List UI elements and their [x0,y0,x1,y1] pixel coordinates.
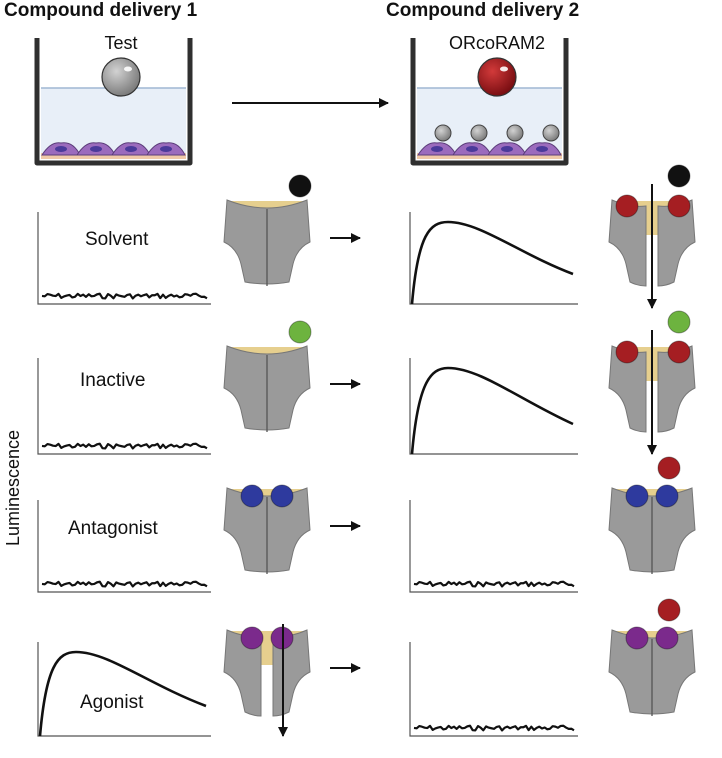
blue-ligand-bound [240,484,264,508]
cell-nucleus [501,146,513,152]
response-peak-trace [38,650,207,737]
orcoram2-bound [667,340,691,364]
blue-ligand-bound [655,484,679,508]
baseline-trace [413,724,575,732]
cell-nucleus [125,146,137,152]
purple-ligand-bound [655,626,679,650]
delivery1-heading: Compound delivery 1 [4,0,198,21]
trace-delivery2-solvent [409,212,578,305]
response-peak-trace [410,366,574,455]
trace-delivery2-inactive [409,358,578,455]
black-ligand [667,164,691,188]
trace-axes [37,642,211,737]
trace-delivery2-agonist [409,642,578,737]
test-compound-particle [542,124,560,142]
trace-axes [409,358,578,455]
well-floor [41,153,186,159]
trace-delivery1-agonist [37,642,211,737]
receptor-delivery1-agonist [223,624,311,737]
ball-highlight [124,66,132,72]
trace-delivery1-solvent [37,212,211,305]
black-ligand [288,174,312,198]
cell-nucleus [55,146,67,152]
row-label-inactive: Inactive [80,370,146,391]
well-wall [410,38,569,166]
trace-delivery1-inactive [37,358,211,455]
row-label-solvent: Solvent [85,229,149,250]
cell-nucleus [90,146,102,152]
trace-axes [409,642,578,737]
orcoram2-unbound [657,456,681,480]
receptor-delivery1-antagonist [223,484,311,574]
orcoram2-unbound [657,598,681,622]
orcoram2-bound [615,194,639,218]
well-floor [417,153,562,159]
blue-ligand-bound [270,484,294,508]
receptor-delivery2-agonist [608,598,696,716]
test-compound-particle [434,124,452,142]
test-compound-particle [470,124,488,142]
cell-nucleus [431,146,443,152]
oram-well [410,38,569,166]
oram-well-label: ORcoRAM2 [448,33,546,53]
cell-nucleus [160,146,172,152]
purple-ligand-bound [240,626,264,650]
purple-ligand-bound [625,626,649,650]
baseline-trace [41,292,208,300]
trace-axes [37,500,211,593]
trace-axes [409,212,578,305]
response-peak-trace [410,220,574,305]
ball-highlight [500,66,508,72]
well-wall [34,38,193,166]
delivery2-heading: Compound delivery 2 [386,0,580,21]
orcoram2-bound [615,340,639,364]
trace-delivery2-antagonist [409,500,578,593]
test-compound-ball [101,57,141,97]
orcoram2-ball [477,57,517,97]
receptor-delivery2-inactive [608,310,696,455]
row-label-agonist: Agonist [80,692,144,713]
test-well-label: Test [104,33,138,53]
baseline-trace [41,580,208,588]
baseline-trace [413,580,575,588]
row-label-antagonist: Antagonist [68,518,158,539]
cell-nucleus [536,146,548,152]
y-axis-label: Luminescence [3,429,23,546]
trace-axes [37,358,211,455]
receptor-delivery2-solvent [608,164,696,309]
trace-delivery1-antagonist [37,500,211,593]
green-ligand [288,320,312,344]
green-ligand [667,310,691,334]
receptor-delivery1-inactive [223,320,312,432]
receptor-delivery2-antagonist [608,456,696,574]
baseline-trace [41,442,208,450]
cell-nucleus [466,146,478,152]
trace-axes [37,212,211,305]
receptor-delivery1-solvent [223,174,312,286]
test-compound-particle [506,124,524,142]
orcoram2-bound [667,194,691,218]
trace-axes [409,500,578,593]
test-well [34,38,193,166]
blue-ligand-bound [625,484,649,508]
